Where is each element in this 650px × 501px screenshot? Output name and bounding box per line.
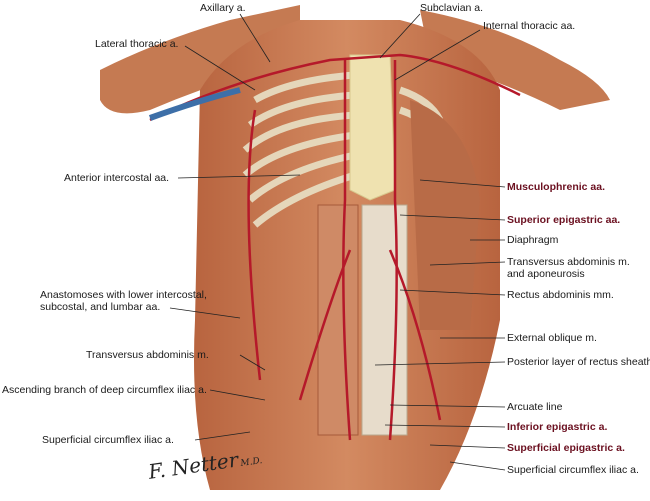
label-anastomoses-2: subcostal, and lumbar aa. xyxy=(40,301,161,313)
label-inferior-epigastric: Inferior epigastric a. xyxy=(507,421,608,433)
label-lateral-thoracic: Lateral thoracic a. xyxy=(95,38,179,50)
label-superficial-epigastric: Superficial epigastric a. xyxy=(507,442,625,454)
label-arcuate: Arcuate line xyxy=(507,401,563,413)
label-ascending-branch: Ascending branch of deep circumflex ilia… xyxy=(2,384,207,396)
label-external-oblique: External oblique m. xyxy=(507,332,597,344)
label-transversus-aponeurosis-2: and aponeurosis xyxy=(507,268,585,280)
label-superficial-circumflex-left: Superficial circumflex iliac a. xyxy=(42,434,174,446)
label-posterior-layer: Posterior layer of rectus sheath xyxy=(507,356,650,368)
label-axillary: Axillary a. xyxy=(200,2,246,14)
signature-suffix: M.D. xyxy=(239,456,263,470)
label-subclavian: Subclavian a. xyxy=(420,2,484,14)
label-internal-thoracic: Internal thoracic aa. xyxy=(483,20,576,32)
label-superior-epigastric: Superior epigastric aa. xyxy=(507,214,621,226)
label-transversus: Transversus abdominis m. xyxy=(86,349,209,361)
label-rectus: Rectus abdominis mm. xyxy=(507,289,614,301)
label-anastomoses-1: Anastomoses with lower intercostal, xyxy=(40,289,207,301)
label-diaphragm: Diaphragm xyxy=(507,234,559,246)
label-musculophrenic: Musculophrenic aa. xyxy=(507,181,606,193)
label-anterior-intercostal: Anterior intercostal aa. xyxy=(64,172,170,184)
label-superficial-circumflex-right: Superficial circumflex iliac a. xyxy=(507,464,639,476)
label-transversus-aponeurosis-1: Transversus abdominis m. xyxy=(507,256,630,268)
